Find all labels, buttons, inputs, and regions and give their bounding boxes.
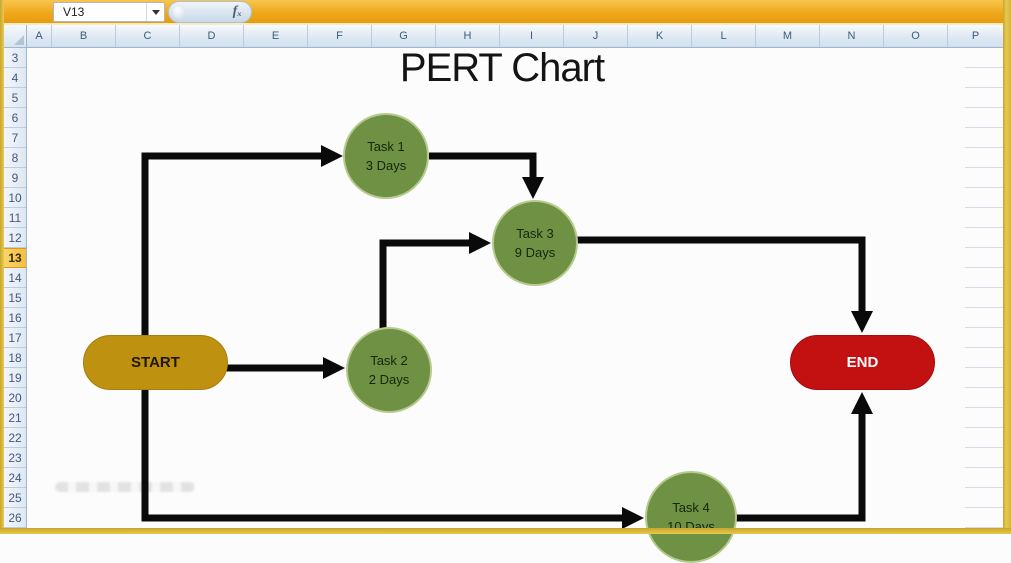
task4-node[interactable]: Task 4 10 Days bbox=[645, 471, 737, 563]
task1-label: Task 1 bbox=[367, 139, 405, 154]
task1-duration: 3 Days bbox=[365, 158, 407, 173]
row-header-17[interactable]: 17 bbox=[4, 328, 26, 348]
column-header-O[interactable]: O bbox=[884, 25, 948, 47]
sheet-gridlines[interactable] bbox=[965, 48, 1003, 528]
column-header-L[interactable]: L bbox=[692, 25, 756, 47]
row-header-18[interactable]: 18 bbox=[4, 348, 26, 368]
row-header-25[interactable]: 25 bbox=[4, 488, 26, 508]
connector-task4-end[interactable] bbox=[734, 392, 873, 522]
name-box[interactable]: V13 bbox=[53, 2, 165, 22]
column-header-E[interactable]: E bbox=[244, 25, 308, 47]
task3-node[interactable]: Task 3 9 Days bbox=[492, 200, 578, 286]
window-border-bottom bbox=[0, 528, 1011, 534]
name-box-dropdown[interactable] bbox=[146, 3, 164, 21]
row-header-6[interactable]: 6 bbox=[4, 108, 26, 128]
column-header-F[interactable]: F bbox=[308, 25, 372, 47]
column-header-D[interactable]: D bbox=[180, 25, 244, 47]
connector-start-task2[interactable] bbox=[226, 357, 345, 379]
connector-start-task1[interactable] bbox=[141, 145, 343, 337]
select-all-icon bbox=[14, 35, 24, 45]
column-header-I[interactable]: I bbox=[500, 25, 564, 47]
row-header-8[interactable]: 8 bbox=[4, 148, 26, 168]
row-header-11[interactable]: 11 bbox=[4, 208, 26, 228]
task2-duration: 2 Days bbox=[368, 372, 410, 387]
window-border-right bbox=[1003, 0, 1011, 534]
row-header-23[interactable]: 23 bbox=[4, 448, 26, 468]
column-header-K[interactable]: K bbox=[628, 25, 692, 47]
row-header-15[interactable]: 15 bbox=[4, 288, 26, 308]
column-header-N[interactable]: N bbox=[820, 25, 884, 47]
row-header-22[interactable]: 22 bbox=[4, 428, 26, 448]
watermark bbox=[55, 482, 195, 492]
row-header-13[interactable]: 13 bbox=[4, 248, 26, 268]
window-border-left bbox=[0, 0, 4, 534]
row-header-7[interactable]: 7 bbox=[4, 128, 26, 148]
row-header-21[interactable]: 21 bbox=[4, 408, 26, 428]
row-header-12[interactable]: 12 bbox=[4, 228, 26, 248]
task4-label: Task 4 bbox=[672, 500, 710, 515]
fx-icon[interactable]: fₓ bbox=[232, 4, 242, 19]
connector-task3-end[interactable] bbox=[577, 236, 873, 333]
start-node-label: START bbox=[131, 354, 180, 371]
formula-bar[interactable]: fₓ bbox=[168, 1, 252, 23]
name-box-value[interactable]: V13 bbox=[63, 5, 85, 19]
row-header-14[interactable]: 14 bbox=[4, 268, 26, 288]
row-header-4[interactable]: 4 bbox=[4, 68, 26, 88]
formula-toolbar: V13 fₓ bbox=[0, 0, 1011, 25]
column-header-H[interactable]: H bbox=[436, 25, 500, 47]
row-header-9[interactable]: 9 bbox=[4, 168, 26, 188]
connector-start-task4[interactable] bbox=[141, 388, 644, 529]
chart-title: PERT Chart bbox=[399, 46, 605, 90]
end-node-label: END bbox=[846, 354, 879, 371]
column-header-G[interactable]: G bbox=[372, 25, 436, 47]
column-header-J[interactable]: J bbox=[564, 25, 628, 47]
row-header-10[interactable]: 10 bbox=[4, 188, 26, 208]
chart-canvas[interactable] bbox=[27, 48, 1003, 528]
task3-duration: 9 Days bbox=[514, 245, 556, 260]
row-header-20[interactable]: 20 bbox=[4, 388, 26, 408]
column-header-C[interactable]: C bbox=[116, 25, 180, 47]
row-header-26[interactable]: 26 bbox=[4, 508, 26, 528]
column-header-P[interactable]: P bbox=[971, 30, 980, 42]
column-header-M[interactable]: M bbox=[756, 25, 820, 47]
task3-label: Task 3 bbox=[516, 226, 554, 241]
column-header-B[interactable]: B bbox=[52, 25, 116, 47]
row-header-16[interactable]: 16 bbox=[4, 308, 26, 328]
row-header-19[interactable]: 19 bbox=[4, 368, 26, 388]
connector-layer bbox=[141, 145, 873, 529]
task2-node[interactable]: Task 2 2 Days bbox=[346, 327, 432, 413]
row-header-3[interactable]: 3 bbox=[4, 48, 26, 68]
connector-task2-task3[interactable] bbox=[379, 232, 491, 330]
column-header-A[interactable]: A bbox=[27, 25, 52, 47]
row-header-24[interactable]: 24 bbox=[4, 468, 26, 488]
start-node[interactable]: START bbox=[83, 335, 228, 390]
task2-label: Task 2 bbox=[370, 353, 408, 368]
chevron-down-icon bbox=[151, 9, 160, 15]
formula-bar-grip bbox=[173, 6, 186, 19]
connector-task1-task3[interactable] bbox=[429, 152, 544, 199]
select-all-button[interactable] bbox=[4, 25, 27, 48]
row-header-5[interactable]: 5 bbox=[4, 88, 26, 108]
task1-node[interactable]: Task 1 3 Days bbox=[343, 113, 429, 199]
end-node[interactable]: END bbox=[790, 335, 935, 390]
